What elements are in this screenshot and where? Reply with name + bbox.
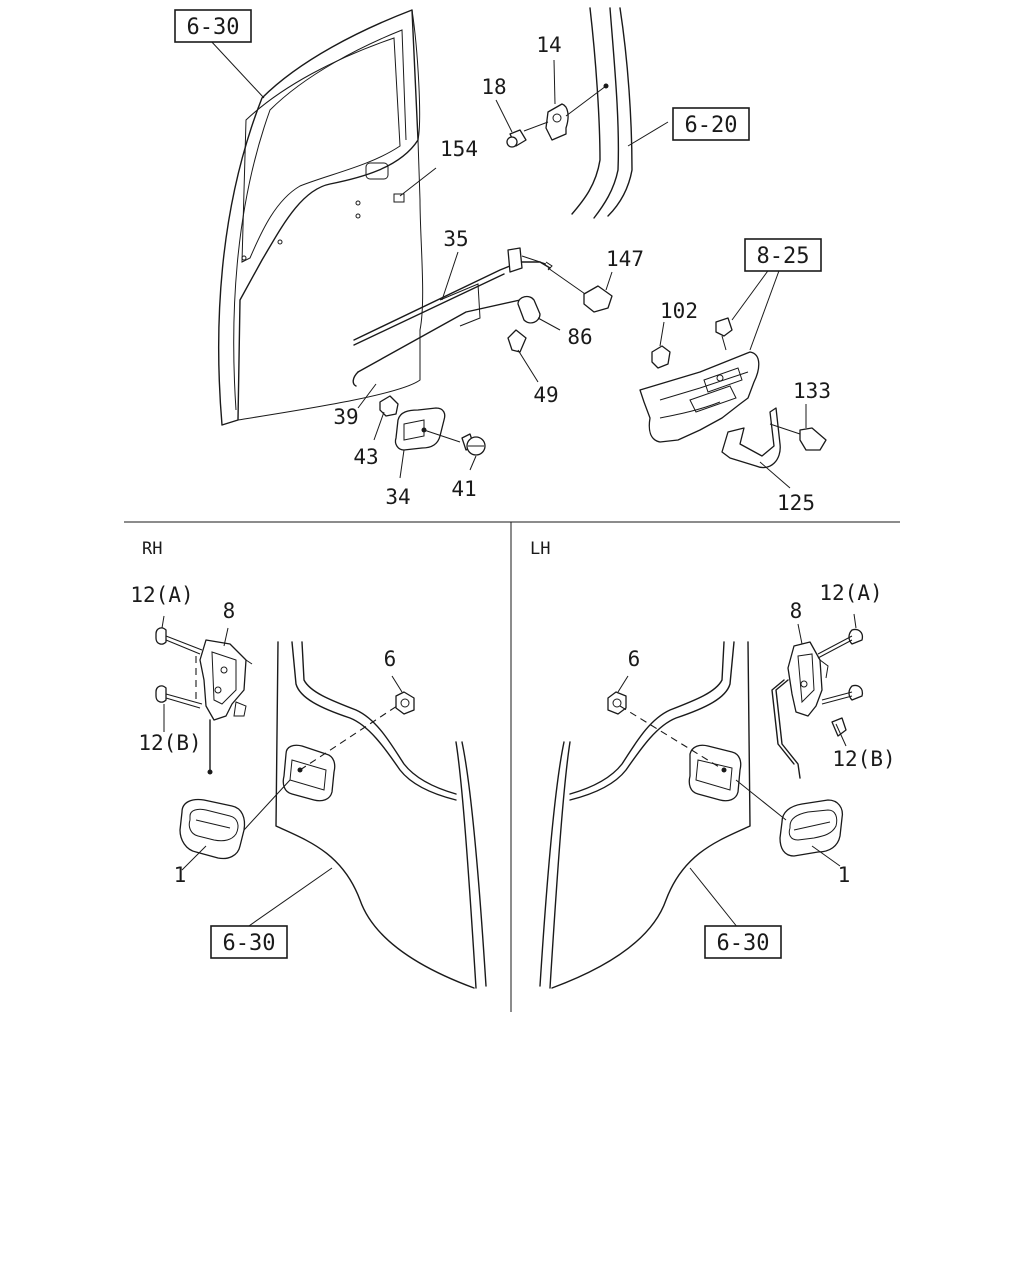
bolt-part-18 (506, 129, 527, 148)
rh-handle-part-1 (179, 798, 246, 860)
handle-bezel-part-34 (394, 407, 461, 451)
lh-latch-part-8 (771, 641, 847, 779)
callout-154: 154 (440, 137, 478, 161)
callout-41: 41 (451, 477, 476, 501)
callout-rh-12a: 12(A) (130, 583, 193, 607)
callout-133: 133 (793, 379, 831, 403)
ref-box-armrest[interactable]: 8-25 (744, 238, 822, 272)
ref-box-door-top[interactable]: 6-30 (174, 9, 252, 43)
ref-text-pillar: 6-20 (685, 113, 738, 138)
lh-handle-part-1 (779, 799, 844, 857)
callout-lh-12a: 12(A) (819, 581, 882, 605)
callout-49: 49 (533, 383, 558, 407)
rod-part-39 (352, 283, 537, 387)
callout-lh-6: 6 (628, 647, 641, 671)
lh-screw-12a (817, 628, 864, 659)
nut-part-43 (379, 395, 399, 417)
callout-lh-12b: 12(B) (832, 747, 895, 771)
rh-door-panel (275, 641, 487, 989)
callout-43: 43 (353, 445, 378, 469)
leader-lines-top (209, 39, 807, 489)
ref-text-armrest: 8-25 (757, 244, 810, 269)
ref-text-rh-door: 6-30 (223, 931, 276, 956)
bracket-part-125 (721, 407, 781, 469)
bracket-rod-end (507, 247, 553, 273)
striker-part-14 (523, 85, 607, 141)
lh-leaders (617, 613, 857, 929)
door-panel-top (217, 9, 424, 426)
callout-rh-1: 1 (174, 863, 187, 887)
callout-14: 14 (536, 33, 561, 57)
callout-35: 35 (443, 227, 468, 251)
callout-rh-12b: 12(B) (138, 731, 201, 755)
callout-lh-1: 1 (838, 863, 851, 887)
lh-screw-12b (821, 684, 864, 705)
screw-armrest (715, 317, 733, 351)
screw-part-41 (461, 433, 486, 456)
callout-rh-6: 6 (384, 647, 397, 671)
callout-86: 86 (567, 325, 592, 349)
ref-text-lh-door: 6-30 (717, 931, 770, 956)
callout-18: 18 (481, 75, 506, 99)
pillar-outline (571, 7, 633, 219)
rh-screw-12a (155, 627, 203, 655)
lh-nut-part-6 (607, 691, 627, 715)
callout-39: 39 (333, 405, 358, 429)
ref-box-pillar[interactable]: 6-20 (672, 107, 750, 141)
clip-part-102 (651, 345, 671, 369)
lh-door-panel (539, 641, 751, 989)
rh-screw-12b (155, 685, 203, 709)
bolt-part-133 (769, 423, 827, 451)
ref-box-rh-door[interactable]: 6-30 (210, 925, 288, 959)
bolt-part-147 (547, 267, 613, 313)
section-label-lh: LH (530, 539, 550, 559)
callout-147: 147 (606, 247, 644, 271)
ref-text-door-top: 6-30 (187, 15, 240, 40)
section-label-rh: RH (142, 539, 162, 559)
armrest-part (639, 351, 760, 443)
callout-34: 34 (385, 485, 410, 509)
rh-nut-part-6 (395, 691, 415, 715)
rh-latch-part-8 (199, 639, 253, 775)
ref-box-lh-door[interactable]: 6-30 (704, 925, 782, 959)
rh-leaders (161, 615, 403, 929)
callout-rh-8: 8 (223, 599, 236, 623)
clip-part-86 (517, 295, 541, 324)
callout-125: 125 (777, 491, 815, 515)
callout-102: 102 (660, 299, 698, 323)
clip-part-49 (507, 329, 527, 353)
callout-lh-8: 8 (790, 599, 803, 623)
